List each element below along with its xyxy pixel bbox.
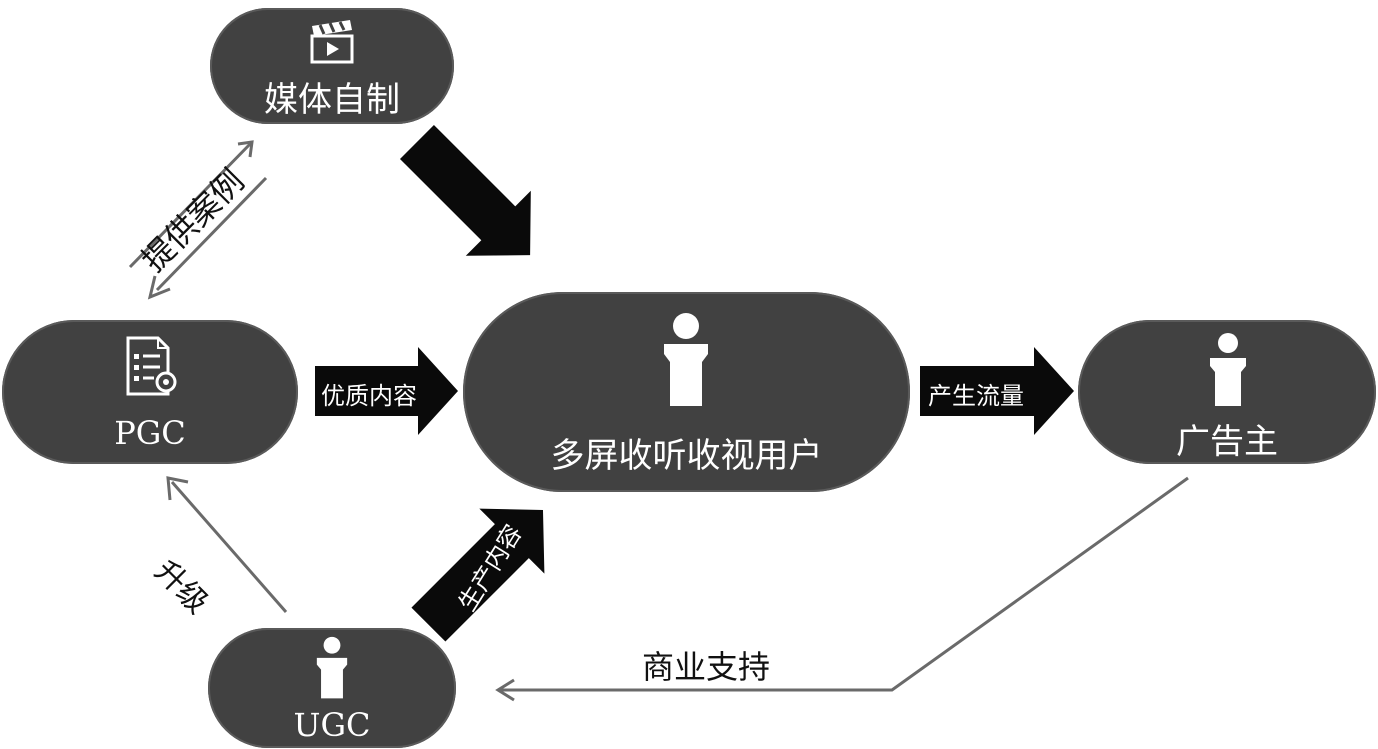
arrows-media-pgc-cases — [128, 140, 268, 300]
node-pgc: PGC — [2, 320, 298, 464]
label-pgc-to-users: 优质内容 — [321, 382, 417, 410]
arrow-users-to-advertiser — [920, 347, 1074, 435]
node-advertiser-label: 广告主 — [1176, 422, 1278, 462]
node-multiscreen-users: 多屏收听收视用户 — [463, 292, 910, 492]
node-advertiser: 广告主 — [1078, 320, 1376, 464]
arrow-pgc-to-users — [315, 347, 458, 435]
person-icon — [1210, 333, 1246, 406]
arrow-ugc-to-pgc — [166, 476, 288, 613]
label-users-to-advertiser: 产生流量 — [928, 382, 1024, 410]
person-icon — [664, 313, 708, 406]
node-ugc-label: UGC — [293, 706, 371, 744]
arrow-advertiser-to-ugc — [495, 476, 1189, 702]
person-icon — [316, 636, 348, 699]
node-media-label: 媒体自制 — [264, 80, 400, 120]
arrow-ugc-to-users — [411, 508, 545, 642]
node-media-self-produced: 媒体自制 — [210, 8, 454, 124]
node-ugc: UGC — [208, 628, 456, 748]
arrow-media-to-users — [399, 124, 531, 256]
certificate-document-icon — [126, 336, 177, 396]
label-advertiser-to-ugc: 商业支持 — [642, 648, 771, 686]
node-users-label: 多屏收听收视用户 — [550, 436, 823, 476]
node-pgc-label: PGC — [114, 414, 186, 452]
clapperboard-icon — [310, 20, 354, 64]
